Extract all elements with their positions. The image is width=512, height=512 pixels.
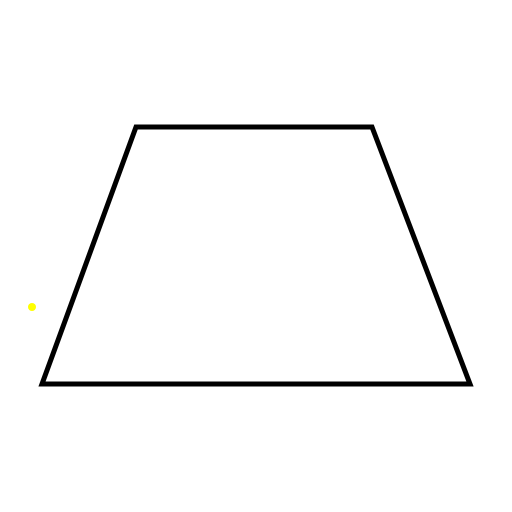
yellow-dot-marker bbox=[28, 303, 36, 311]
trapezoid-shape bbox=[38, 124, 474, 387]
